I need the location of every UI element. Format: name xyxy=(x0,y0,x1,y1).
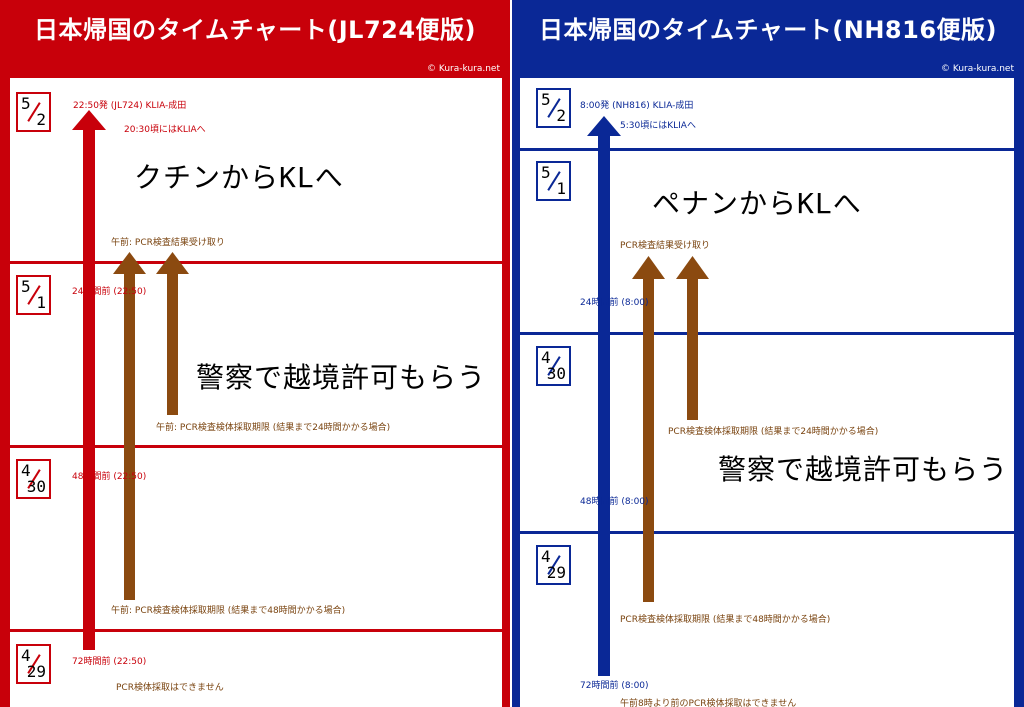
right-credit: © Kura-kura.net xyxy=(941,64,1014,74)
right-day-divider xyxy=(520,148,1014,151)
nh816-panel: 日本帰国のタイムチャート(NH816便版) © Kura-kura.net 5 … xyxy=(512,0,1024,707)
date-day: 2 xyxy=(36,110,46,129)
right-chart-body: 5 2 5 1 4 30 4 29 8:00発 (NH816) KLIA-成田 … xyxy=(520,78,1014,707)
left-date-0502: 5 2 xyxy=(16,92,51,132)
left-48h-label: 48時間前 (22:50) xyxy=(72,472,147,482)
right-title: 日本帰国のタイムチャート(NH816便版) xyxy=(539,16,997,44)
right-date-0501: 5 1 xyxy=(536,161,571,201)
right-brown-arrow-24h xyxy=(676,256,709,420)
jl724-panel: 日本帰国のタイムチャート(JL724便版) © Kura-kura.net 5 … xyxy=(0,0,510,707)
date-month: 4 xyxy=(541,348,551,367)
date-day: 29 xyxy=(546,563,566,582)
left-date-0429: 4 29 xyxy=(16,644,51,684)
date-month: 5 xyxy=(541,163,551,182)
left-credit: © Kura-kura.net xyxy=(427,64,500,74)
date-day: 29 xyxy=(26,662,46,681)
left-24h-label: 24時間前 (22:50) xyxy=(72,287,147,297)
left-date-0501: 5 1 xyxy=(16,275,51,315)
date-month: 4 xyxy=(21,646,31,665)
right-handwritten-to-kl: ペナンからKLへ xyxy=(652,187,862,220)
left-arrows xyxy=(72,110,189,650)
right-blue-arrow xyxy=(587,116,621,676)
right-48h-label: 48時間前 (8:00) xyxy=(580,497,649,507)
left-title: 日本帰国のタイムチャート(JL724便版) xyxy=(33,16,477,44)
date-day: 1 xyxy=(36,293,46,312)
date-month: 5 xyxy=(21,277,31,296)
left-day-divider xyxy=(10,629,502,632)
right-arrows xyxy=(587,116,709,676)
right-date-0429: 4 29 xyxy=(536,545,571,585)
left-chart-body: 5 2 5 1 4 30 4 29 22:50発 (JL724) KLIA-成田… xyxy=(10,78,502,707)
left-72h-label: 72時間前 (22:50) xyxy=(72,657,147,667)
left-brown-arrow-24h xyxy=(156,252,189,415)
right-date-0430: 4 30 xyxy=(536,346,571,386)
right-result-label: PCR検査結果受け取り xyxy=(620,241,710,251)
date-day: 2 xyxy=(556,106,566,125)
left-date-0430: 4 30 xyxy=(16,459,51,499)
right-arrive-label: 5:30頃にはKLIAへ xyxy=(620,121,696,131)
left-brown-arrow-48h xyxy=(113,252,146,600)
date-month: 4 xyxy=(541,547,551,566)
left-result-label: 午前: PCR検査結果受け取り xyxy=(111,238,225,248)
left-handwritten-to-kl: クチンからKLへ xyxy=(134,161,344,194)
right-24h-label: 24時間前 (8:00) xyxy=(580,298,649,308)
right-72h-label: 72時間前 (8:00) xyxy=(580,681,649,691)
left-day-divider xyxy=(10,261,502,264)
right-deadline24-label: PCR検査検体採取期限 (結果まで24時間かかる場合) xyxy=(668,427,879,437)
date-day: 30 xyxy=(546,364,566,383)
right-day-divider xyxy=(520,531,1014,534)
right-brown-arrow-48h xyxy=(632,256,665,602)
date-day: 1 xyxy=(556,179,566,198)
left-deadline24-label: 午前: PCR検査検体採取期限 (結果まで24時間かかる場合) xyxy=(156,423,391,433)
left-arrive-label: 20:30頃にはKLIAへ xyxy=(124,125,206,135)
right-day-divider xyxy=(520,332,1014,335)
date-month: 5 xyxy=(541,90,551,109)
left-handwritten-permit: 警察で越境許可もらう xyxy=(196,361,487,394)
right-date-0502: 5 2 xyxy=(536,88,571,128)
left-red-arrow xyxy=(72,110,106,650)
left-day-divider xyxy=(10,445,502,448)
date-day: 30 xyxy=(26,477,46,496)
right-handwritten-permit: 警察で越境許可もらう xyxy=(718,453,1009,486)
right-nosample-label: 午前8時より前のPCR検体採取はできません xyxy=(620,699,797,707)
right-deadline48-label: PCR検査検体採取期限 (結果まで48時間かかる場合) xyxy=(620,615,831,625)
left-deadline48-label: 午前: PCR検査検体採取期限 (結果まで48時間かかる場合) xyxy=(111,606,346,616)
date-month: 5 xyxy=(21,94,31,113)
date-month: 4 xyxy=(21,461,31,480)
right-depart-label: 8:00発 (NH816) KLIA-成田 xyxy=(580,101,694,111)
left-nosample-label: PCR検体採取はできません xyxy=(116,683,224,693)
left-depart-label: 22:50発 (JL724) KLIA-成田 xyxy=(73,101,187,111)
